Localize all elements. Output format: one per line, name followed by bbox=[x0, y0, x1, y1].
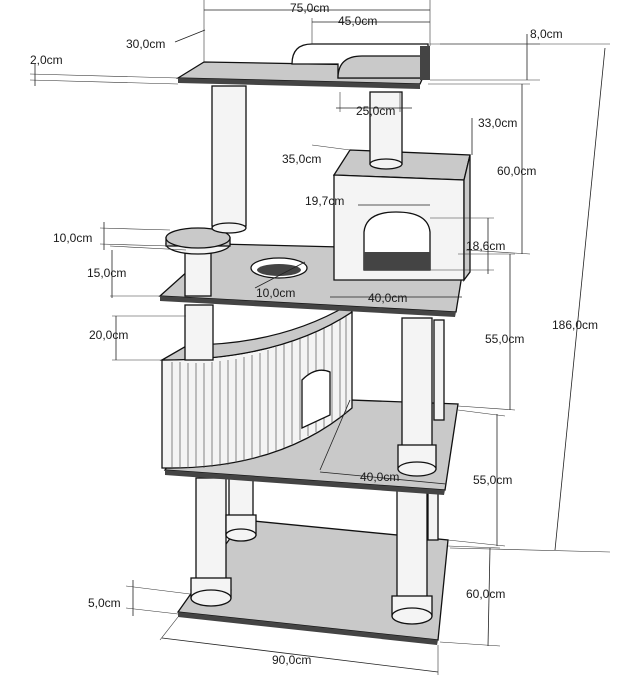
svg-text:18,6cm: 18,6cm bbox=[466, 239, 505, 253]
dim-small-platform: 10,0cm bbox=[53, 222, 171, 250]
svg-text:55,0cm: 55,0cm bbox=[485, 332, 524, 346]
svg-text:35,0cm: 35,0cm bbox=[282, 152, 321, 166]
dim-base-depth: 60,0cm bbox=[439, 545, 505, 647]
dim-hole-diameter: 10,0cm bbox=[254, 261, 306, 300]
svg-text:55,0cm: 55,0cm bbox=[473, 473, 512, 487]
cat-house bbox=[332, 149, 471, 282]
dim-house-width: 35,0cm bbox=[282, 144, 351, 166]
svg-text:40,0cm: 40,0cm bbox=[360, 470, 399, 484]
svg-text:8,0cm: 8,0cm bbox=[530, 27, 563, 41]
svg-text:10,0cm: 10,0cm bbox=[256, 286, 295, 300]
dim-total-height: 186,0cm bbox=[440, 43, 611, 553]
svg-text:90,0cm: 90,0cm bbox=[272, 653, 311, 667]
dim-base-thickness: 5,0cm bbox=[88, 580, 191, 616]
dim-house-base: 40,0cm bbox=[330, 291, 462, 305]
top-post-right bbox=[369, 91, 403, 170]
svg-text:2,0cm: 2,0cm bbox=[30, 53, 63, 67]
dim-house-depth: 33,0cm bbox=[471, 116, 517, 155]
svg-text:25,0cm: 25,0cm bbox=[356, 104, 395, 118]
dim-small-post: 15,0cm bbox=[87, 245, 187, 298]
svg-text:60,0cm: 60,0cm bbox=[466, 587, 505, 601]
dim-door-width: 19,7cm bbox=[305, 194, 430, 208]
dim-top-total-width: 75,0cm bbox=[203, 0, 431, 62]
dim-door-height: 18,6cm bbox=[430, 217, 505, 274]
middle-post-back-right bbox=[433, 319, 445, 421]
svg-text:10,0cm: 10,0cm bbox=[53, 231, 92, 245]
dim-base-width: 90,0cm bbox=[159, 616, 439, 675]
svg-text:19,7cm: 19,7cm bbox=[305, 194, 344, 208]
small-platform bbox=[165, 227, 231, 297]
svg-text:60,0cm: 60,0cm bbox=[497, 164, 536, 178]
mid-post-left bbox=[184, 304, 214, 361]
dim-lower-section-height: 55,0cm bbox=[447, 409, 512, 547]
quarter-cave bbox=[159, 304, 353, 469]
svg-text:186,0cm: 186,0cm bbox=[552, 318, 598, 332]
dim-label: 75,0cm bbox=[290, 1, 329, 15]
svg-text:15,0cm: 15,0cm bbox=[87, 266, 126, 280]
top-post-left bbox=[211, 85, 247, 234]
svg-text:45,0cm: 45,0cm bbox=[338, 14, 377, 28]
svg-text:33,0cm: 33,0cm bbox=[478, 116, 517, 130]
svg-text:30,0cm: 30,0cm bbox=[126, 37, 165, 51]
dim-middle-section-height: 55,0cm bbox=[457, 253, 524, 411]
top-bed bbox=[291, 43, 430, 80]
lower-post-front-right bbox=[391, 489, 433, 625]
dim-middle-gap: 20,0cm bbox=[89, 315, 186, 361]
svg-text:20,0cm: 20,0cm bbox=[89, 328, 128, 342]
dim-top-thickness: 2,0cm bbox=[29, 53, 179, 86]
dim-top-depth: 30,0cm bbox=[126, 29, 206, 51]
middle-post-front-right bbox=[397, 317, 437, 477]
svg-text:5,0cm: 5,0cm bbox=[88, 596, 121, 610]
dim-top-bed-height: 8,0cm bbox=[430, 27, 563, 81]
lower-post-front-left bbox=[190, 477, 232, 607]
svg-text:40,0cm: 40,0cm bbox=[368, 291, 407, 305]
dim-upper-post-width: 25,0cm bbox=[336, 92, 412, 118]
dim-upper-section-height: 60,0cm bbox=[428, 83, 536, 255]
dim-quarter-radius: 40,0cm bbox=[319, 399, 447, 485]
dim-top-bed-width: 45,0cm bbox=[311, 14, 430, 44]
